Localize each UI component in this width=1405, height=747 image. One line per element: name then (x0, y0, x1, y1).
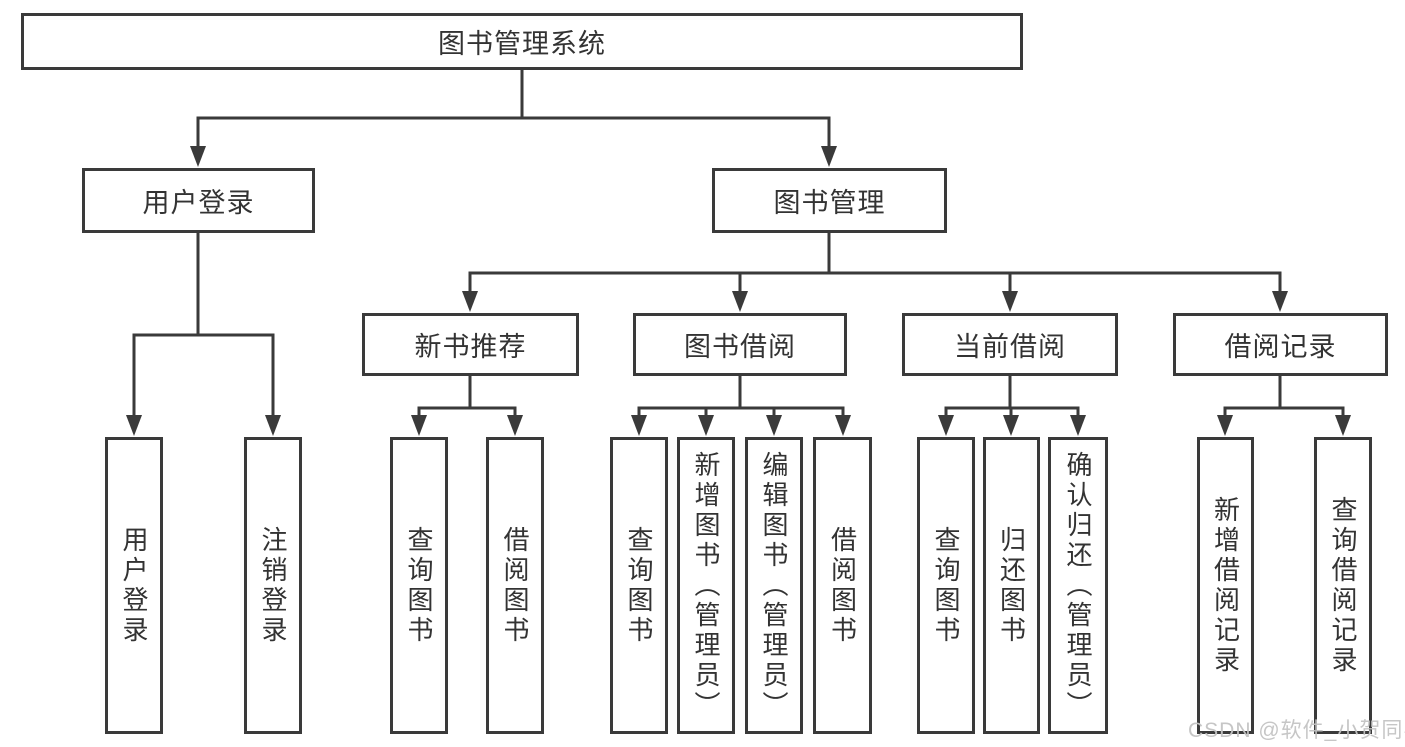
node-current-borrow: 当前借阅 (902, 313, 1118, 376)
leaf-add-book-admin: 新增图书（管理员） (677, 437, 735, 734)
leaf-confirm-return-admin: 确认归还（管理员） (1048, 437, 1108, 734)
leaf-query-books-recommend: 查询图书 (390, 437, 448, 734)
leaf-query-books-borrow: 查询图书 (610, 437, 668, 734)
leaf-user-login: 用户登录 (105, 437, 163, 734)
csdn-watermark: CSDN @软件_小贺同学 (1188, 719, 1405, 742)
leaf-logout: 注销登录 (244, 437, 302, 734)
node-book-management: 图书管理 (712, 168, 947, 233)
node-new-book-recommend: 新书推荐 (362, 313, 579, 376)
node-user-login: 用户登录 (82, 168, 315, 233)
leaf-query-books-current: 查询图书 (917, 437, 975, 734)
node-root: 图书管理系统 (21, 13, 1023, 70)
node-book-borrow: 图书借阅 (633, 313, 847, 376)
leaf-query-borrow-record: 查询借阅记录 (1314, 437, 1372, 734)
leaf-edit-book-admin: 编辑图书（管理员） (745, 437, 803, 734)
leaf-borrow-books-recommend: 借阅图书 (486, 437, 544, 734)
leaf-borrow-books-borrow: 借阅图书 (813, 437, 872, 734)
node-borrow-records: 借阅记录 (1173, 313, 1388, 376)
leaf-return-book: 归还图书 (983, 437, 1040, 734)
leaf-add-borrow-record: 新增借阅记录 (1197, 437, 1254, 734)
